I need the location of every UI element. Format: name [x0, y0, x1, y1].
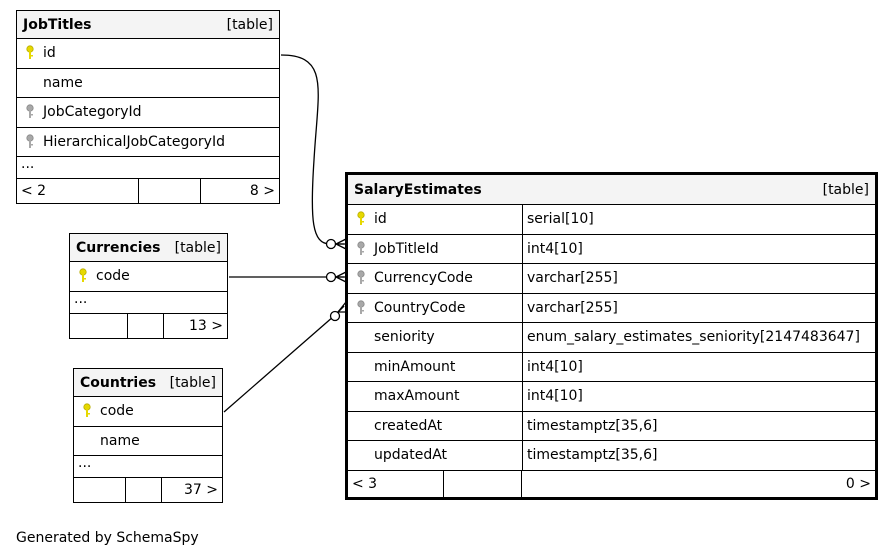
column-type: int4[10] — [522, 234, 875, 263]
key-icon-yellow — [70, 268, 96, 284]
key-icon-yellow — [348, 211, 374, 227]
table-name: JobTitles — [23, 16, 92, 33]
column-name: code — [100, 403, 134, 420]
column-name: id — [374, 211, 387, 228]
table-name: SalaryEstimates — [354, 181, 482, 198]
column-row[interactable]: code — [70, 262, 227, 292]
column-row[interactable]: id — [17, 39, 279, 69]
key-icon-gray — [17, 134, 43, 150]
columns-count — [126, 478, 162, 502]
column-name: id — [43, 45, 56, 62]
table-footer: 37 > — [74, 478, 222, 502]
table-currencies[interactable]: Currencies [table] code ... 13 > — [69, 233, 228, 339]
table-tag: [table] — [169, 374, 216, 391]
column-row[interactable]: minAmount int4[10] — [348, 352, 875, 382]
parents-count — [70, 313, 128, 338]
link-countries-crowfoot — [337, 301, 347, 313]
link-currencies-optional-marker — [325, 271, 337, 283]
column-row[interactable]: HierarchicalJobCategoryId — [17, 128, 279, 157]
parents-count[interactable]: < 2 — [17, 179, 139, 203]
column-name: code — [96, 268, 130, 285]
more-columns-ellipsis: ... — [74, 456, 222, 478]
column-row[interactable]: createdAt timestamptz[35,6] — [348, 411, 875, 441]
table-header: Currencies [table] — [70, 234, 227, 262]
children-count[interactable]: 8 > — [249, 183, 275, 199]
columns-count — [444, 470, 522, 497]
column-name: HierarchicalJobCategoryId — [43, 133, 225, 150]
link-jobtitles-salaryestimates — [280, 54, 344, 245]
more-columns-ellipsis: ... — [17, 157, 279, 179]
column-name: maxAmount — [374, 388, 460, 405]
column-type: enum_salary_estimates_seniority[21474836… — [522, 323, 875, 352]
table-header: JobTitles [table] — [17, 11, 279, 39]
column-type: varchar[255] — [522, 293, 875, 322]
link-countries-salaryestimates — [223, 305, 345, 413]
link-jobtitles-crowfoot — [335, 238, 347, 250]
table-tag: [table] — [226, 16, 273, 33]
key-icon-gray — [348, 270, 374, 286]
column-name: minAmount — [374, 358, 456, 375]
column-type: timestamptz[35,6] — [522, 441, 875, 470]
table-tag: [table] — [822, 181, 869, 198]
key-icon-gray — [348, 300, 374, 316]
link-jobtitles-optional-marker — [325, 238, 337, 250]
key-icon-gray — [348, 241, 374, 257]
column-row[interactable]: id serial[10] — [348, 205, 875, 235]
columns-count — [139, 179, 201, 203]
children-count[interactable]: 13 > — [189, 317, 223, 334]
column-row[interactable]: JobCategoryId — [17, 98, 279, 128]
column-name: seniority — [374, 329, 435, 346]
table-footer: 13 > — [70, 313, 227, 338]
generated-by-caption: Generated by SchemaSpy — [16, 530, 199, 546]
children-count[interactable]: 37 > — [184, 482, 218, 498]
table-name: Currencies — [76, 239, 161, 256]
column-row[interactable]: updatedAt timestamptz[35,6] — [348, 441, 875, 471]
column-name: JobCategoryId — [43, 104, 142, 121]
column-name: createdAt — [374, 417, 443, 434]
column-type: serial[10] — [522, 205, 875, 234]
table-header: Countries [table] — [74, 369, 222, 397]
table-countries[interactable]: Countries [table] code name ... 37 > — [73, 368, 223, 503]
parents-count — [74, 478, 126, 502]
column-name: CountryCode — [374, 299, 466, 316]
column-name: name — [43, 74, 83, 91]
column-row[interactable]: name — [74, 427, 222, 456]
table-name: Countries — [80, 374, 157, 391]
key-icon-gray — [17, 104, 43, 120]
column-type: timestamptz[35,6] — [522, 411, 875, 440]
column-row[interactable]: JobTitleId int4[10] — [348, 234, 875, 264]
column-name: updatedAt — [374, 447, 448, 464]
table-jobtitles[interactable]: JobTitles [table] id name JobCategoryId … — [16, 10, 280, 204]
column-name: name — [100, 432, 140, 449]
column-name: JobTitleId — [374, 240, 439, 257]
column-row[interactable]: name — [17, 69, 279, 98]
table-footer: < 3 0 > — [348, 470, 875, 497]
link-currencies-crowfoot — [335, 271, 347, 283]
columns-count — [128, 313, 164, 338]
column-row[interactable]: maxAmount int4[10] — [348, 382, 875, 412]
children-count[interactable]: 0 > — [845, 475, 871, 492]
column-row[interactable]: CountryCode varchar[255] — [348, 293, 875, 323]
column-name: CurrencyCode — [374, 270, 473, 287]
more-columns-ellipsis: ... — [70, 292, 227, 314]
column-type: varchar[255] — [522, 264, 875, 293]
table-header: SalaryEstimates [table] — [348, 175, 875, 205]
column-row[interactable]: CurrencyCode varchar[255] — [348, 264, 875, 294]
column-row[interactable]: seniority enum_salary_estimates_seniority… — [348, 323, 875, 353]
key-icon-yellow — [17, 45, 43, 61]
link-countries-optional-marker — [329, 310, 341, 322]
table-tag: [table] — [174, 239, 221, 256]
table-footer: < 2 8 > — [17, 179, 279, 203]
key-icon-yellow — [74, 403, 100, 419]
column-type: int4[10] — [522, 382, 875, 411]
column-row[interactable]: code — [74, 397, 222, 427]
parents-count[interactable]: < 3 — [348, 470, 444, 497]
column-type: int4[10] — [522, 352, 875, 381]
